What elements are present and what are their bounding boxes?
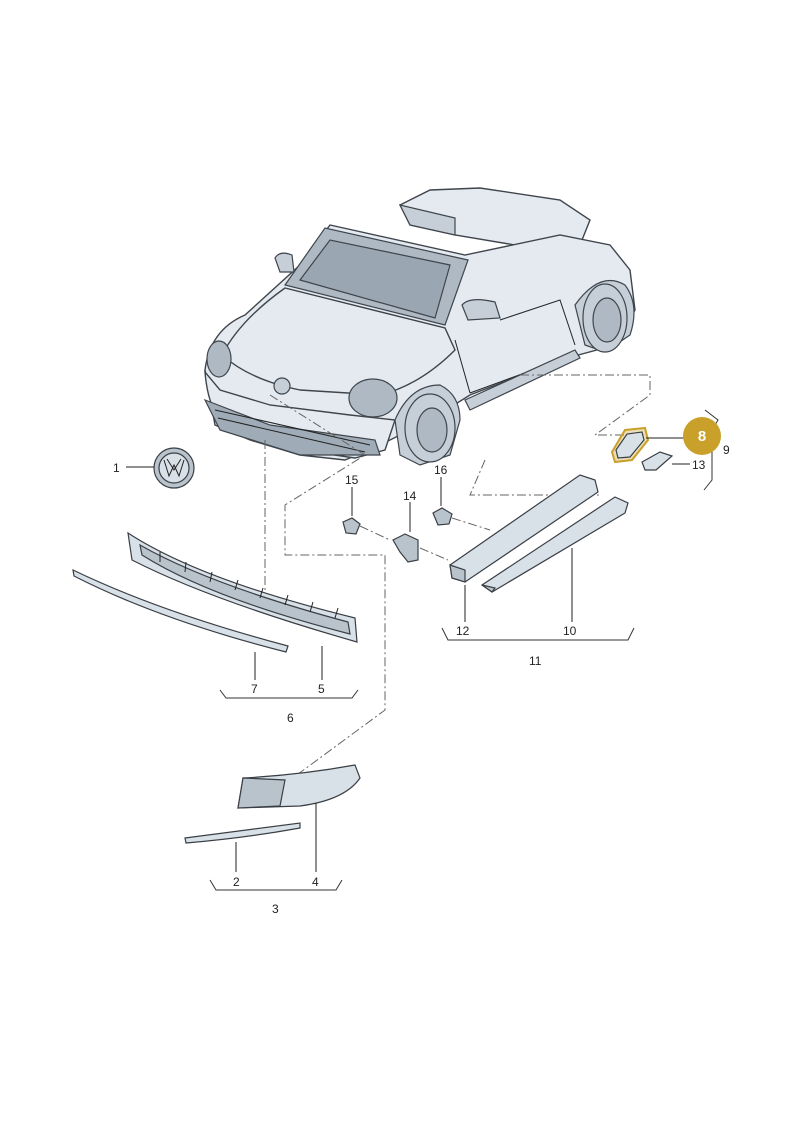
label-10: 10: [563, 624, 577, 638]
grille-parts: [72, 531, 359, 699]
label-2: 2: [233, 875, 240, 889]
label-16: 16: [434, 463, 448, 477]
label-9: 9: [723, 443, 730, 457]
label-12: 12: [456, 624, 470, 638]
label-14: 14: [403, 489, 417, 503]
label-13: 13: [692, 458, 706, 472]
label-1: 1: [113, 461, 120, 475]
label-5: 5: [318, 682, 325, 696]
part-labels: 1 2 3 4 5 6 7 9 10 11 12 13 14 15 16: [113, 443, 730, 916]
label-3: 3: [272, 902, 279, 916]
label-8: 8: [698, 428, 706, 445]
part-8-callout[interactable]: 8: [683, 417, 721, 455]
label-7: 7: [251, 682, 258, 696]
label-4: 4: [312, 875, 319, 889]
label-15: 15: [345, 473, 359, 487]
fastener-parts: [342, 477, 491, 563]
label-11: 11: [529, 654, 542, 668]
bumper-trim-parts: [184, 764, 361, 891]
label-6: 6: [287, 711, 294, 725]
car-illustration: [203, 187, 636, 466]
part-1-emblem: [126, 447, 195, 489]
side-skirt-parts: [441, 474, 635, 641]
